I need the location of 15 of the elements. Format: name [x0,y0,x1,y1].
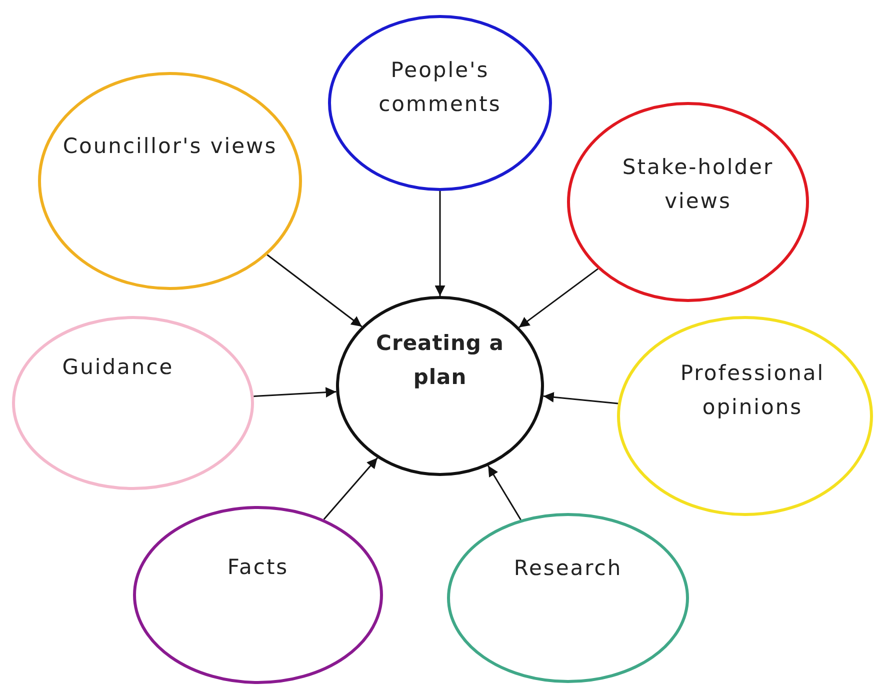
arrow [543,392,618,404]
node-label: People's comments [378,57,502,118]
arrow [254,387,336,398]
arrow [434,191,446,296]
node-label: Creating a plan [375,330,505,391]
node-label: Professional opinions [679,360,826,421]
arrow [266,254,362,328]
node-label: Facts [226,554,290,581]
node-label: Research [512,555,624,582]
arrow [518,268,598,328]
arrow [488,465,522,520]
node-label: Guidance [61,354,175,381]
node-label: Councillor's views [62,133,278,160]
arrow [323,457,378,520]
node-label: Stake-holder views [621,154,775,215]
